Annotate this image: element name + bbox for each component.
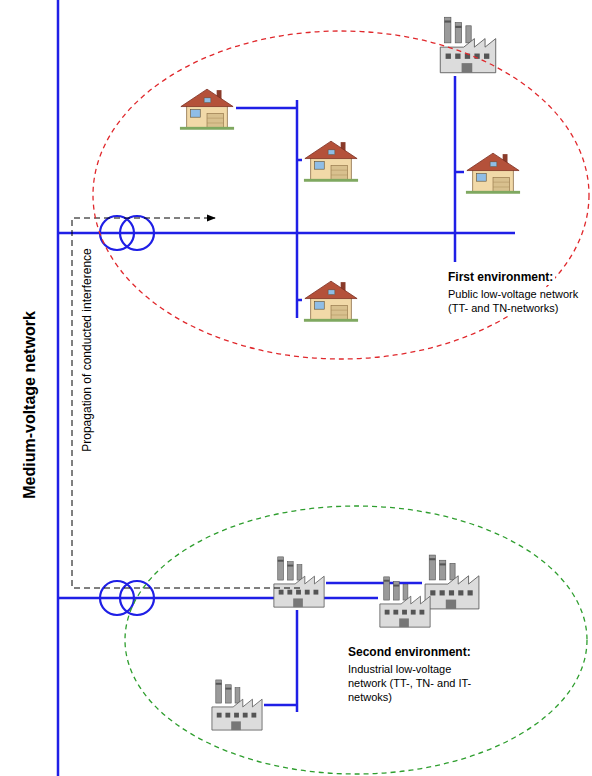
feeder-line [264, 704, 297, 707]
environment-region: First environment: Public low-voltage net… [92, 30, 590, 360]
network-label: Medium-voltage network [21, 309, 39, 501]
transformer-winding [120, 216, 154, 250]
house-icon [466, 153, 520, 194]
dashed-ellipse [125, 506, 587, 774]
factory-icon [212, 680, 262, 730]
factory-icon [274, 557, 324, 607]
feeder-line [454, 76, 457, 262]
house-icon [180, 89, 234, 130]
feeder-line [236, 107, 297, 110]
region-description: Industrial low-voltage network (TT-, TN-… [346, 663, 490, 704]
environment-region: Second environment: Industrial low-voltag… [124, 505, 588, 775]
house-icon [304, 281, 358, 322]
feeder-line [326, 582, 422, 585]
feeder-line [296, 610, 299, 712]
feeder-line [296, 100, 299, 318]
region-heading: Second environment: [346, 645, 473, 660]
factory-icon [425, 555, 479, 609]
power-line [58, 0, 515, 776]
interference-path [72, 218, 300, 588]
house-icon [304, 141, 358, 182]
transformer-winding [120, 581, 154, 615]
transformer-symbol [100, 216, 154, 615]
medium-voltage-bus [57, 0, 60, 776]
region-description: Public low-voltage network (TT- and TN-n… [446, 288, 592, 316]
factory-icon [440, 17, 495, 72]
feeder-line [297, 159, 302, 162]
region-heading: First environment: [446, 270, 555, 285]
factory-icon [380, 577, 430, 627]
edge-label: Propagation of conducted interference [80, 246, 94, 453]
feeder-line [297, 299, 302, 302]
region-outline [124, 505, 588, 775]
feeder-line [455, 171, 464, 174]
